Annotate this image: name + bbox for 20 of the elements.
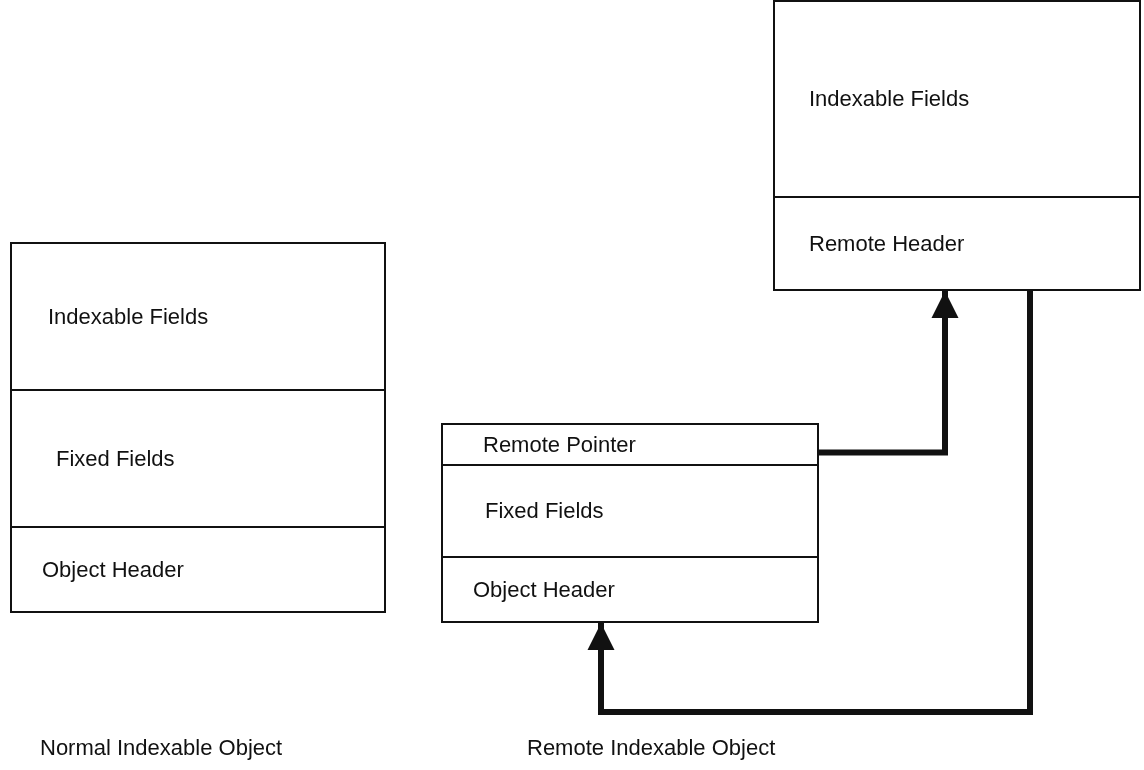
field-label: Remote Pointer [483, 431, 636, 458]
arrow [587, 291, 1033, 715]
memory-field-box [10, 389, 386, 528]
field-label: Object Header [473, 576, 615, 603]
object-caption: Normal Indexable Object [40, 735, 283, 761]
field-label: Object Header [42, 556, 184, 583]
field-label: Remote Header [809, 230, 965, 257]
memory-field-box [441, 464, 819, 558]
memory-field-box [441, 423, 819, 466]
field-label: Indexable Fields [48, 303, 209, 330]
memory-field-box [441, 556, 819, 623]
memory-field-box [773, 196, 1141, 291]
memory-field-box [10, 526, 386, 613]
field-label: Indexable Fields [809, 86, 970, 112]
arrow [819, 291, 959, 456]
object-caption: Remote Indexable Object [527, 735, 776, 761]
field-label: Fixed Fields [485, 498, 604, 524]
field-label: Fixed Fields [56, 445, 175, 472]
memory-field-box [773, 0, 1141, 198]
memory-field-box [10, 242, 386, 391]
